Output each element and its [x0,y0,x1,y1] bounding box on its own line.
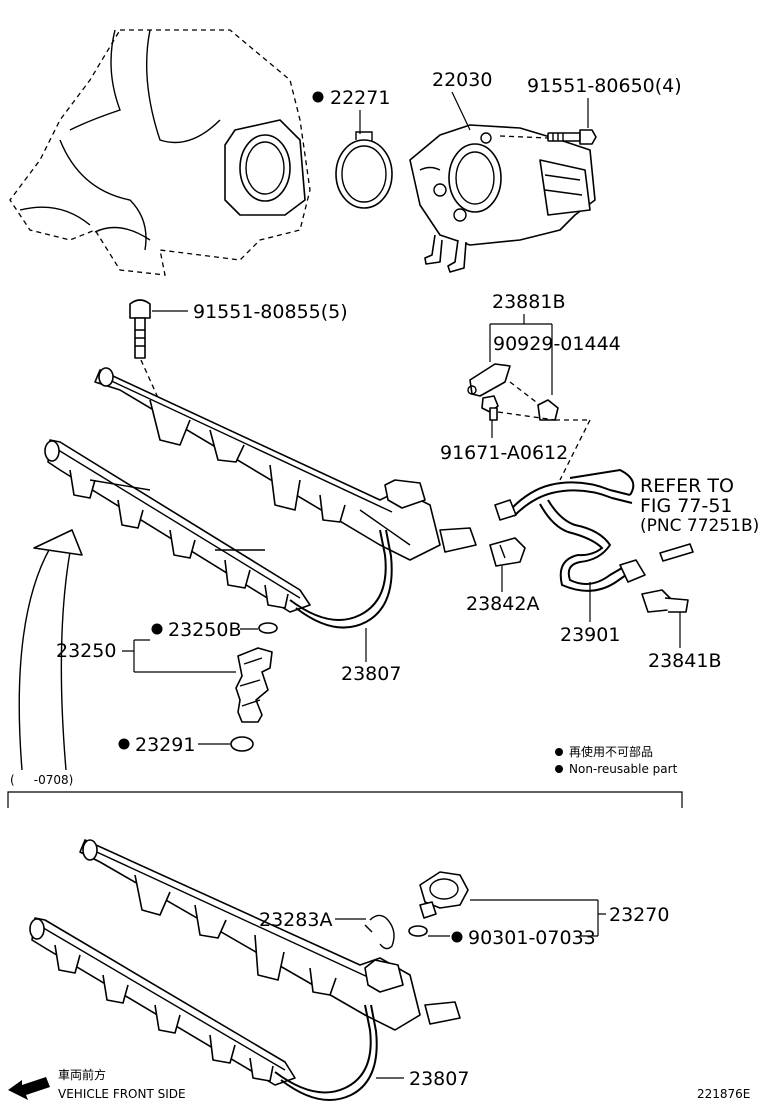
fuel-rail-rear [94,367,477,561]
section-divider [7,791,683,808]
gasket-22271 [335,131,393,209]
vehicle-front-en: VEHICLE FRONT SIDE [58,1087,186,1101]
label-refer-1: REFER TO [640,475,734,497]
label-23807-bottom: 23807 [409,1068,469,1090]
label-23881B: 23881B [492,291,565,313]
bolt-91551-80650 [499,129,597,145]
label-refer-2: FIG 77-51 [640,495,733,517]
label-91551-80650: 91551-80650(4) [527,75,682,97]
legend-en: Non-reusable part [569,762,678,776]
label-22030: 22030 [432,69,492,91]
label-22271: 22271 [330,87,390,109]
fuel-rail-rear-lower [79,839,461,1031]
non-reusable-icon [451,931,463,943]
label-23250: 23250 [56,640,116,662]
label-23283A: 23283A [259,909,332,931]
seal-23291 [230,736,254,752]
non-reusable-icon [151,623,163,635]
connector-23842A [489,537,526,567]
label-23841B: 23841B [648,650,721,672]
label-23291: 23291 [135,734,195,756]
label-23901: 23901 [560,624,620,646]
throttle-body-22030 [409,124,596,273]
label-90929-01444: 90929-01444 [493,333,621,355]
non-reusable-icon [312,91,324,103]
non-reusable-icon [555,748,563,756]
bracket-23881B [467,363,559,421]
fuel-rail-front-lower [29,917,378,1101]
figure-id: 221876E [697,1087,750,1101]
date-range: ( -0708) [10,773,73,787]
pressure-regulator-23270 [408,871,469,937]
label-23842A: 23842A [466,593,539,615]
label-23807-top: 23807 [341,663,401,685]
fuel-hose-23901 [494,468,694,592]
legend-jp: 再使用不可部品 [569,744,653,759]
label-refer-3: (PNC 77251B) [640,516,759,536]
non-reusable-icon [555,765,563,773]
bolt-91671-A0612 [481,395,499,421]
label-91551-80855: 91551-80855(5) [193,301,348,323]
vehicle-front-jp: 車両前方 [58,1067,106,1082]
flow-arrow [18,529,83,771]
label-23270: 23270 [609,904,669,926]
label-23250B: 23250B [168,619,241,641]
arrow-left-icon [8,1077,50,1100]
intake-manifold-outline [9,29,311,276]
injector-23250 [235,622,278,723]
label-91671-A0612: 91671-A0612 [440,442,568,464]
non-reusable-icon [118,738,130,750]
fuel-rail-front [44,439,393,629]
clip-23283A [364,914,395,950]
clip-23841B [641,589,689,613]
label-90301-07033: 90301-07033 [468,927,596,949]
